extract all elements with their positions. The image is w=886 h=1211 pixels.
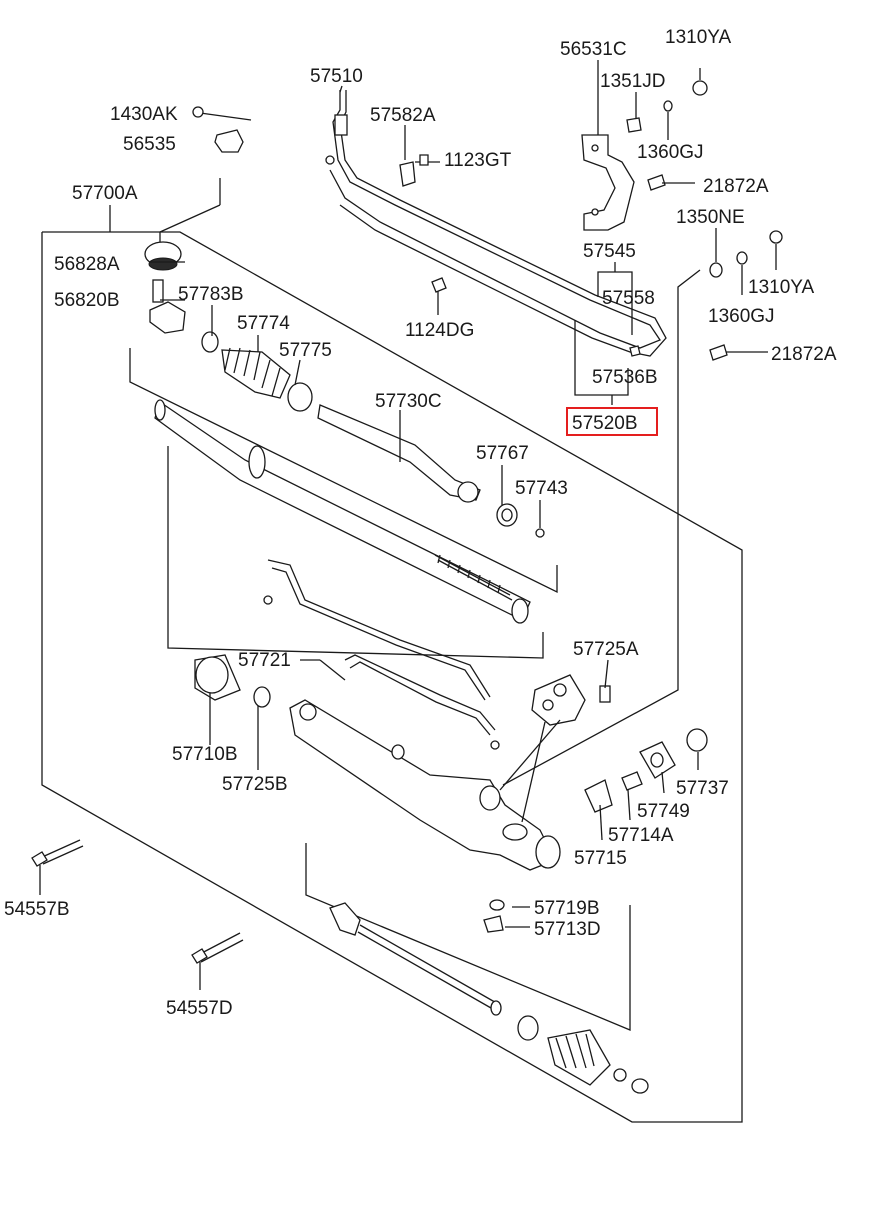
highlight-box-57520B: [566, 407, 658, 436]
label-57725B[interactable]: 57725B: [222, 774, 288, 795]
label-56828A[interactable]: 56828A: [54, 254, 120, 275]
label-57725A[interactable]: 57725A: [573, 639, 639, 660]
bellows-boot-upper: [201, 331, 313, 412]
rack-housing-tube: [154, 399, 531, 624]
label-57545[interactable]: 57545: [583, 241, 636, 262]
label-56531C[interactable]: 56531C: [560, 39, 627, 60]
label-1123GT[interactable]: 1123GT: [444, 150, 512, 171]
label-57582A[interactable]: 57582A: [370, 105, 436, 126]
label-1310YA-mid[interactable]: 1310YA: [748, 277, 815, 298]
inner-tie-rod-lower: [329, 899, 649, 1094]
label-1430AK[interactable]: 1430AK: [110, 104, 178, 125]
label-21872A-top[interactable]: 21872A: [703, 176, 769, 197]
yoke-parts: [584, 728, 708, 841]
label-1351JD[interactable]: 1351JD: [600, 71, 666, 92]
label-57743[interactable]: 57743: [515, 478, 568, 499]
label-57558[interactable]: 57558: [602, 288, 655, 309]
seal-57767: [496, 503, 545, 538]
label-1310YA-top[interactable]: 1310YA: [665, 27, 732, 48]
label-54557B[interactable]: 54557B: [4, 899, 70, 920]
label-54557D[interactable]: 54557D: [166, 998, 233, 1019]
label-57749[interactable]: 57749: [637, 801, 690, 822]
label-56535[interactable]: 56535: [123, 134, 176, 155]
label-57510[interactable]: 57510: [310, 66, 363, 87]
label-57520B[interactable]: 57520B: [572, 413, 638, 434]
label-1360GJ-mid[interactable]: 1360GJ: [708, 306, 775, 327]
label-57714A[interactable]: 57714A: [608, 825, 674, 846]
hardware-right: [709, 228, 783, 361]
label-57721[interactable]: 57721: [238, 650, 291, 671]
mounting-bolts: [31, 839, 244, 990]
label-1360GJ-top[interactable]: 1360GJ: [637, 142, 704, 163]
label-56820B[interactable]: 56820B: [54, 290, 120, 311]
label-57775[interactable]: 57775: [279, 340, 332, 361]
label-1350NE[interactable]: 1350NE: [676, 207, 745, 228]
label-57783B[interactable]: 57783B: [178, 284, 244, 305]
label-57715[interactable]: 57715: [574, 848, 627, 869]
rack-57730C: [317, 404, 481, 503]
label-1124DG[interactable]: 1124DG: [405, 320, 474, 341]
assembly-outline: [41, 205, 743, 1123]
label-57730C[interactable]: 57730C: [375, 391, 442, 412]
label-57713D[interactable]: 57713D: [534, 919, 601, 940]
label-21872A-mid[interactable]: 21872A: [771, 344, 837, 365]
clip-57582A: [399, 154, 440, 187]
gear-housing-57715: [289, 699, 561, 871]
bushing-57710B: [194, 654, 271, 770]
group-lines-57545: [431, 262, 641, 405]
label-57774[interactable]: 57774: [237, 313, 290, 334]
label-57737[interactable]: 57737: [676, 778, 729, 799]
leader-lines: [150, 85, 609, 928]
part-labels: 57510 57582A 1123GT 1430AK 56535 57700A …: [4, 27, 837, 1019]
label-57719B[interactable]: 57719B: [534, 898, 600, 919]
mounting-bracket-56531C: [581, 60, 708, 231]
label-57710B[interactable]: 57710B: [172, 744, 238, 765]
label-57700A[interactable]: 57700A: [72, 183, 138, 204]
pressure-tube-57510: [325, 90, 667, 357]
valve-body-57725A: [531, 674, 611, 726]
label-57536B[interactable]: 57536B: [592, 367, 658, 388]
tie-rod-end-left: [144, 106, 252, 334]
feed-lines-57721: [263, 559, 500, 750]
label-57767[interactable]: 57767: [476, 443, 529, 464]
